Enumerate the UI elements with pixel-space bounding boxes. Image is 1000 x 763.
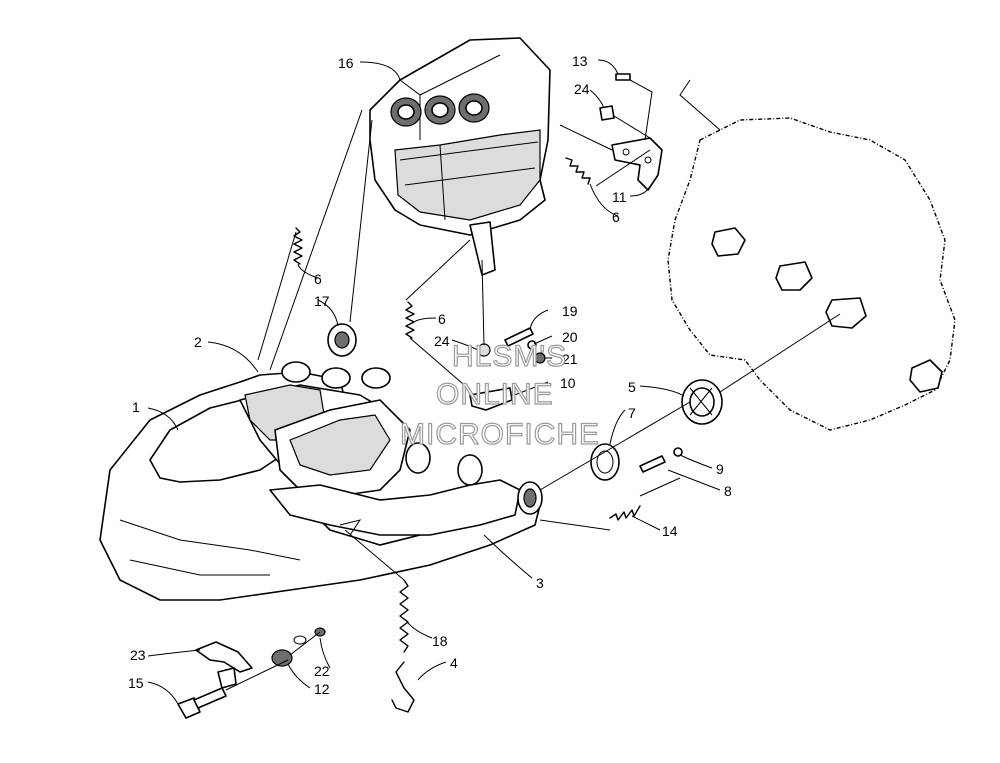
callout-19: 19 — [562, 303, 578, 319]
callout-4: 4 — [450, 655, 458, 671]
callout-7: 7 — [628, 405, 636, 421]
coupler-part-5 — [681, 379, 723, 425]
callout-9: 9 — [716, 461, 724, 477]
callout-5: 5 — [628, 379, 636, 395]
callout-13: 13 — [572, 53, 588, 69]
callout-18: 18 — [432, 633, 448, 649]
spring-part-14 — [609, 505, 641, 521]
callout-15: 15 — [128, 675, 144, 691]
callout-24b: 24 — [574, 81, 590, 97]
callout-23: 23 — [130, 647, 146, 663]
callout-16: 16 — [338, 55, 354, 71]
leader-lines — [147, 59, 841, 705]
callout-21: 21 — [562, 351, 578, 367]
engine-block — [667, 79, 956, 431]
spring-part-6a — [293, 227, 303, 265]
muffler-part-16 — [369, 37, 551, 276]
gasket-part-7 — [590, 443, 620, 481]
bolt-part-15 — [177, 687, 227, 719]
watermark: HLSM'S ONLINE MICROFICHE — [399, 339, 600, 451]
callout-20: 20 — [562, 329, 578, 345]
bushing-part-12 — [271, 649, 293, 667]
callout-22: 22 — [314, 663, 330, 679]
bracket-part-11 — [599, 73, 663, 191]
callout-3: 3 — [536, 575, 544, 591]
bracket-part-10 — [469, 387, 513, 411]
callout-6b: 6 — [438, 311, 446, 327]
callout-12: 12 — [314, 681, 330, 697]
callout-17: 17 — [314, 293, 330, 309]
callout-6c: 6 — [612, 209, 620, 225]
bolt-part-8 — [639, 455, 666, 473]
gasket-part-17 — [327, 323, 357, 357]
callout-8: 8 — [724, 483, 732, 499]
bolt-part-19 — [504, 327, 534, 347]
spring-part-6b — [405, 301, 415, 339]
watermark-line-1: HLSM'S — [452, 340, 567, 373]
callout-10: 10 — [560, 375, 576, 391]
watermark-line-2: ONLINE — [436, 378, 554, 411]
callout-24a: 24 — [434, 333, 450, 349]
bracket-part-23 — [195, 641, 253, 689]
spring-part-18 — [399, 579, 409, 653]
spring-part-6c — [565, 157, 591, 185]
spring-hook-part-4 — [391, 661, 415, 713]
callout-14: 14 — [662, 523, 678, 539]
washer-part-9 — [673, 447, 683, 457]
callout-11: 11 — [612, 189, 627, 205]
washer-part-20 — [527, 340, 537, 350]
exhaust-pipe-assembly — [99, 361, 543, 601]
callout-1: 1 — [132, 399, 140, 415]
callout-6a: 6 — [314, 271, 322, 287]
callout-labels: 16 1 2 3 4 5 6 6 6 7 8 9 10 11 12 13 14 … — [128, 53, 732, 697]
watermark-line-3: MICROFICHE — [400, 418, 600, 451]
callout-2: 2 — [194, 334, 202, 350]
